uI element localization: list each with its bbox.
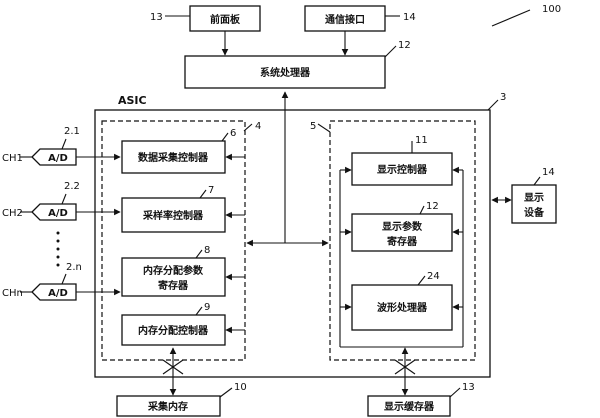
svg-text:ASIC: ASIC <box>118 94 147 107</box>
display-controller-block: 显示控制器 11 <box>351 135 453 186</box>
svg-text:CH1: CH1 <box>2 153 23 164</box>
svg-text:内存分配控制器: 内存分配控制器 <box>138 324 209 337</box>
svg-text:9: 9 <box>204 302 210 313</box>
svg-text:内存分配参数: 内存分配参数 <box>143 264 204 277</box>
asic-block: ASIC 3 <box>94 92 506 378</box>
svg-text:A/D: A/D <box>48 208 68 219</box>
acq-controller-block: 数据采集控制器 6 <box>121 128 236 174</box>
svg-text:系统处理器: 系统处理器 <box>260 66 311 79</box>
svg-text:4: 4 <box>255 121 261 132</box>
svg-text:寄存器: 寄存器 <box>158 279 189 292</box>
svg-text:A/D: A/D <box>48 153 68 164</box>
svg-text:14: 14 <box>403 12 416 23</box>
svg-text:CHn: CHn <box>2 288 23 299</box>
mem-alloc-controller-block: 内存分配控制器 9 <box>121 302 226 346</box>
figure-ref: 100 <box>491 4 561 27</box>
svg-text:CH2: CH2 <box>2 208 23 219</box>
svg-text:设备: 设备 <box>524 206 545 219</box>
channel-1: CH1 A/D 2.1 <box>2 126 121 166</box>
display-buffer-block: 显示缓存器 13 <box>367 347 475 417</box>
waveform-processor-block: 波形处理器 24 <box>351 271 453 331</box>
svg-text:前面板: 前面板 <box>210 13 241 26</box>
system-processor-block: 系统处理器 12 <box>184 40 411 89</box>
svg-text:A/D: A/D <box>48 288 68 299</box>
svg-text:3: 3 <box>500 92 506 103</box>
channel-ellipsis <box>56 231 60 267</box>
display-param-register-block: 显示参数 寄存器 12 <box>351 201 453 252</box>
svg-text:显示参数: 显示参数 <box>382 220 423 233</box>
svg-text:24: 24 <box>427 271 440 282</box>
svg-text:13: 13 <box>150 12 163 23</box>
svg-text:2.1: 2.1 <box>64 126 80 137</box>
comm-interface-block: 通信接口 14 <box>304 5 416 32</box>
svg-text:波形处理器: 波形处理器 <box>377 301 428 314</box>
svg-text:显示控制器: 显示控制器 <box>377 163 428 176</box>
svg-text:12: 12 <box>398 40 411 51</box>
mem-alloc-register-block: 内存分配参数 寄存器 8 <box>121 245 226 297</box>
svg-text:5: 5 <box>310 121 316 132</box>
svg-text:8: 8 <box>204 245 210 256</box>
acq-bus-arrows <box>225 153 245 334</box>
svg-text:7: 7 <box>208 185 214 196</box>
svg-text:2.2: 2.2 <box>64 181 80 192</box>
svg-text:显示: 显示 <box>524 192 544 204</box>
display-bus-lines <box>339 166 464 348</box>
sample-rate-controller-block: 采样率控制器 7 <box>121 185 226 233</box>
svg-text:6: 6 <box>230 128 236 139</box>
acq-memory-block: 采集内存 10 <box>116 347 247 417</box>
svg-text:采样率控制器: 采样率控制器 <box>142 209 204 222</box>
svg-text:12: 12 <box>426 201 439 212</box>
svg-text:2.n: 2.n <box>66 262 82 273</box>
acquisition-group: 4 <box>101 120 261 361</box>
front-panel-block: 前面板 13 <box>150 5 261 32</box>
svg-text:通信接口: 通信接口 <box>325 13 365 26</box>
svg-text:显示缓存器: 显示缓存器 <box>384 400 435 413</box>
display-device-block: 显示 设备 14 <box>491 167 557 224</box>
svg-text:数据采集控制器: 数据采集控制器 <box>138 151 209 164</box>
svg-text:13: 13 <box>462 382 475 393</box>
svg-text:采集内存: 采集内存 <box>147 400 188 413</box>
svg-text:寄存器: 寄存器 <box>387 235 418 248</box>
svg-text:14: 14 <box>542 167 555 178</box>
channel-2: CH2 A/D 2.2 <box>2 181 121 221</box>
svg-text:10: 10 <box>234 382 247 393</box>
svg-text:11: 11 <box>415 135 428 146</box>
channel-n: CHn A/D 2.n <box>2 262 121 301</box>
svg-text:100: 100 <box>542 4 561 15</box>
